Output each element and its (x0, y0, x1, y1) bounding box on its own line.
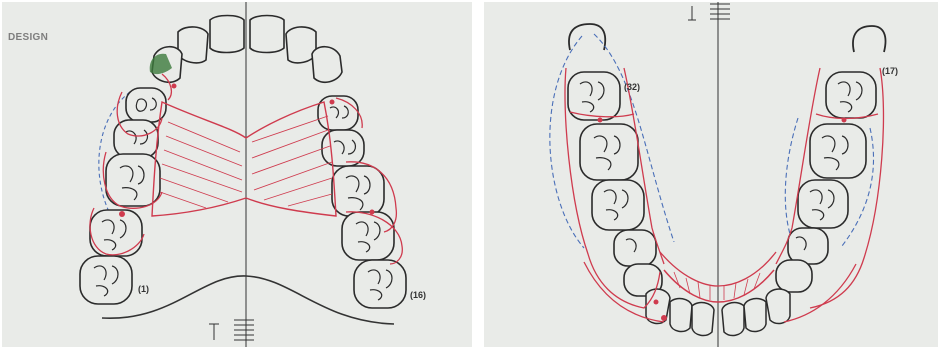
tooth-molar-1-right (106, 154, 160, 206)
maxillary-arch-svg (2, 2, 472, 347)
tooth-molar-17 (826, 72, 876, 118)
tooth-central-incisor-left (250, 16, 284, 53)
tooth-central-24 (722, 303, 744, 336)
midline-marks (209, 320, 254, 340)
tooth-central-incisor-right (210, 16, 244, 53)
tooth-number-16: (16) (410, 290, 426, 300)
tooth-lateral-23 (744, 299, 766, 332)
mandibular-arch-diagram: (32) (17) (484, 2, 938, 347)
left-posterior-teeth (568, 72, 662, 296)
mandibular-arch-svg (484, 2, 938, 347)
tooth-number-17: (17) (882, 66, 898, 76)
tooth-molar-30 (592, 180, 644, 230)
tooth-canine-22 (766, 289, 790, 323)
tooth-molar-2-left (342, 212, 394, 260)
right-posterior-teeth (776, 72, 876, 292)
tooth-molar-1-left (332, 166, 384, 216)
tooth-molar-3-left (354, 260, 406, 308)
tooth-canine-left (312, 47, 342, 83)
tooth-number-32: (32) (624, 82, 640, 92)
tooth-lateral-26 (670, 299, 692, 332)
tooth-number-1: (1) (138, 284, 149, 294)
retromolar-pad-right (853, 26, 886, 52)
anterior-teeth (152, 16, 342, 83)
tooth-premolar-20 (788, 228, 828, 264)
tooth-molar-18 (810, 124, 866, 178)
tooth-premolar-2-left (322, 130, 364, 166)
midline-marks (688, 4, 730, 20)
tooth-premolar-21 (776, 260, 812, 292)
tooth-molar-3-right (80, 256, 132, 304)
maxillary-arch-diagram: DESIGN (2, 2, 472, 347)
tooth-molar-19 (798, 180, 848, 228)
tooth-molar-31 (580, 124, 638, 180)
tooth-central-25 (692, 303, 714, 336)
tooth-premolar-29 (614, 230, 656, 266)
tooth-premolar-1-left (318, 96, 358, 130)
